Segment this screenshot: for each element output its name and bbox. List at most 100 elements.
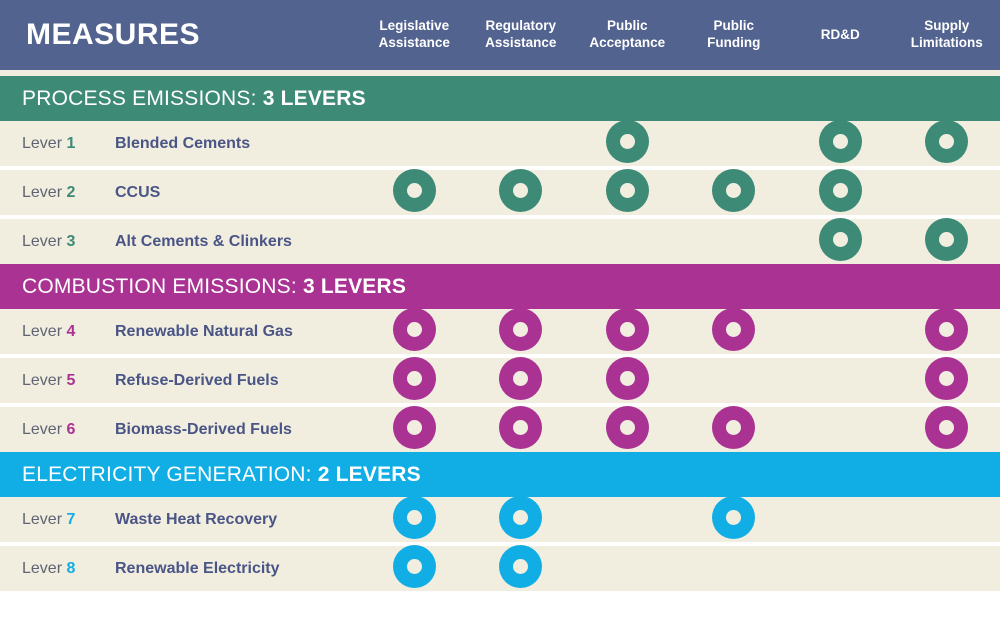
donut-marker-icon	[605, 169, 649, 212]
section-header-process-emissions: PROCESS EMISSIONS: 3 LEVERS	[0, 76, 1000, 121]
mark-cell-3[interactable]	[681, 121, 788, 166]
mark-cell-1[interactable]	[468, 406, 575, 452]
mark-cell-4[interactable]	[787, 169, 894, 215]
lever-label: Lever 1	[0, 135, 115, 153]
mark-cell-1[interactable]	[468, 121, 575, 166]
mark-cell-0[interactable]	[361, 169, 468, 215]
mark-cell-1[interactable]	[468, 357, 575, 403]
mark-cell-0[interactable]	[361, 219, 468, 264]
mark-cell-5[interactable]	[894, 497, 1000, 542]
donut-marker-icon	[925, 406, 969, 449]
mark-cell-5[interactable]	[894, 120, 1000, 166]
mark-cell-3[interactable]	[681, 406, 788, 452]
lever-word: Lever	[22, 420, 67, 438]
donut-marker-icon	[818, 120, 862, 163]
mark-cell-3[interactable]	[681, 358, 788, 403]
mark-cell-0[interactable]	[361, 406, 468, 452]
section-lever-count: 3 LEVERS	[302, 274, 407, 298]
mark-cell-1[interactable]	[468, 496, 575, 542]
mark-cell-4[interactable]	[787, 120, 894, 166]
donut-marker-icon	[818, 169, 862, 212]
mark-cell-5[interactable]	[894, 357, 1000, 403]
donut-marker-icon	[712, 308, 756, 351]
mark-cell-2[interactable]	[574, 546, 681, 591]
lever-label: Lever 3	[0, 233, 115, 251]
mark-cell-2[interactable]	[574, 406, 681, 452]
lever-number: 7	[66, 510, 76, 528]
mark-cell-4[interactable]	[787, 546, 894, 591]
mark-cell-2[interactable]	[574, 219, 681, 264]
mark-cell-1[interactable]	[468, 308, 575, 354]
measure-name: Biomass-Derived Fuels	[115, 420, 292, 438]
donut-marker-icon	[925, 308, 969, 351]
donut-marker-icon	[499, 406, 543, 449]
mark-cell-2[interactable]	[574, 120, 681, 166]
section-lever-count: 2 LEVERS	[317, 462, 421, 486]
mark-cell-3[interactable]	[681, 169, 788, 215]
mark-cell-1[interactable]	[468, 169, 575, 215]
measure-name: CCUS	[115, 183, 161, 201]
section-lever-count: 3 LEVERS	[262, 86, 366, 110]
mark-cells	[361, 308, 1000, 354]
donut-marker-icon	[499, 169, 543, 212]
mark-cell-4[interactable]	[787, 309, 894, 354]
table-row[interactable]: Lever 6 Biomass-Derived Fuels	[0, 406, 1000, 452]
donut-marker-icon	[605, 357, 649, 400]
section-label: ELECTRICITY GENERATION:	[22, 462, 318, 486]
header-divider	[0, 70, 1000, 76]
lever-number: 3	[66, 232, 76, 250]
mark-cell-4[interactable]	[787, 407, 894, 452]
donut-marker-icon	[605, 308, 649, 351]
mark-cell-5[interactable]	[894, 218, 1000, 264]
mark-cell-3[interactable]	[681, 219, 788, 264]
mark-cell-5[interactable]	[894, 308, 1000, 354]
donut-marker-icon	[712, 169, 756, 212]
mark-cell-0[interactable]	[361, 545, 468, 591]
mark-cells	[361, 545, 1000, 591]
mark-cell-4[interactable]	[787, 497, 894, 542]
lever-label: Lever 8	[0, 560, 115, 578]
measure-name: Renewable Natural Gas	[115, 322, 293, 340]
donut-marker-icon	[605, 120, 649, 163]
mark-cell-3[interactable]	[681, 546, 788, 591]
mark-cell-0[interactable]	[361, 357, 468, 403]
mark-cell-2[interactable]	[574, 308, 681, 354]
mark-cells	[361, 357, 1000, 403]
mark-cell-5[interactable]	[894, 170, 1000, 215]
mark-cell-5[interactable]	[894, 406, 1000, 452]
mark-cell-0[interactable]	[361, 308, 468, 354]
mark-cell-0[interactable]	[361, 121, 468, 166]
mark-cell-0[interactable]	[361, 496, 468, 542]
mark-cell-5[interactable]	[894, 546, 1000, 591]
lever-word: Lever	[22, 322, 67, 340]
mark-cell-1[interactable]	[468, 219, 575, 264]
lever-label: Lever 2	[0, 184, 115, 202]
mark-cell-3[interactable]	[681, 496, 788, 542]
donut-marker-icon	[925, 218, 969, 261]
mark-cell-3[interactable]	[681, 308, 788, 354]
mark-cell-4[interactable]	[787, 358, 894, 403]
column-header-4: RD&D	[820, 26, 860, 42]
mark-cells	[361, 120, 1000, 166]
mark-cell-2[interactable]	[574, 169, 681, 215]
mark-cell-2[interactable]	[574, 497, 681, 542]
donut-marker-icon	[392, 308, 436, 351]
lever-number: 6	[66, 420, 76, 438]
mark-cells	[361, 496, 1000, 542]
mark-cell-1[interactable]	[468, 545, 575, 591]
measure-name: Renewable Electricity	[115, 559, 280, 577]
mark-cell-4[interactable]	[787, 218, 894, 264]
lever-number: 1	[66, 134, 76, 152]
mark-cell-2[interactable]	[574, 357, 681, 403]
section-label: COMBUSTION EMISSIONS:	[22, 274, 303, 298]
